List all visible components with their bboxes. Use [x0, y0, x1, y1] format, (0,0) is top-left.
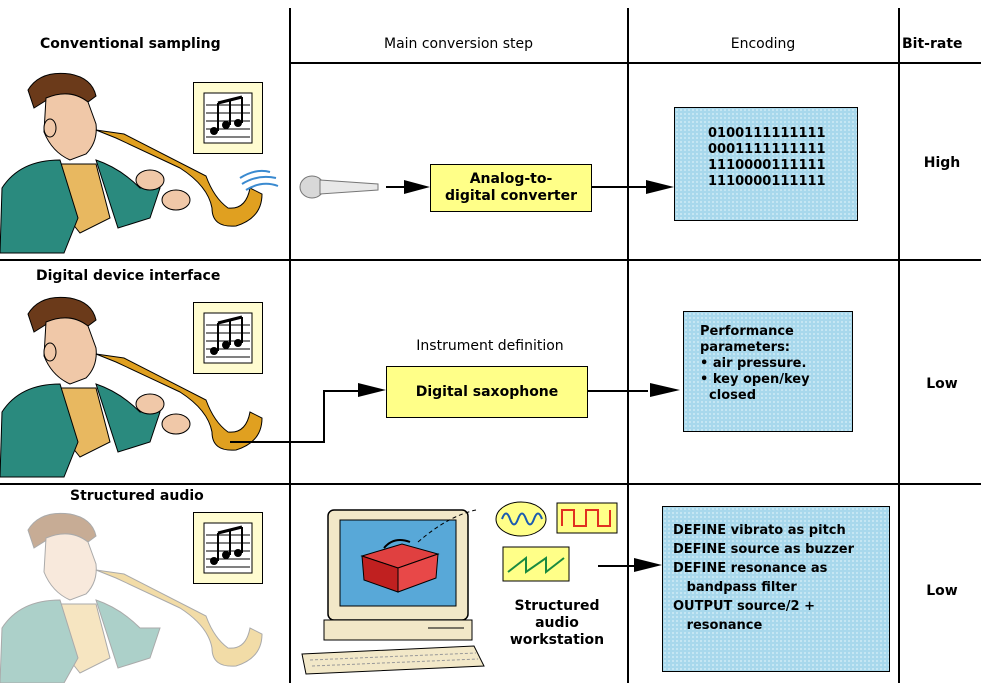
header-bit-rate: Bit-rate [902, 36, 963, 52]
converter-label: Analog-to- digital converter [445, 171, 577, 204]
column-divider-3 [898, 8, 900, 683]
encoding-line: DEFINE resonance as [673, 561, 828, 576]
row-title-conventional-sampling: Conventional sampling [40, 36, 221, 52]
encoding-line: 1110000111111 [708, 174, 826, 189]
arrow-workstation-to-encoding [598, 565, 638, 567]
row-divider-1 [0, 259, 981, 261]
encoding-line: closed [700, 388, 757, 403]
encoding-line: bandpass filter [673, 580, 797, 595]
encoding-line: OUTPUT source/2 + [673, 599, 816, 614]
square-wave-icon [556, 502, 618, 534]
converter-label: Digital saxophone [415, 383, 559, 400]
music-score-icon [193, 302, 263, 374]
music-score-icon [193, 82, 263, 154]
music-score-icon [193, 512, 263, 584]
connector-line [323, 390, 325, 442]
column-divider-2 [627, 8, 629, 683]
row-divider-2 [0, 483, 981, 485]
bitrate-low: Low [926, 376, 958, 392]
header-main-conversion-step: Main conversion step [383, 36, 534, 52]
encoding-line: resonance [673, 618, 763, 633]
microphone-icon [299, 175, 379, 199]
workstation-caption: Structured audio workstation [509, 598, 605, 648]
connector-line [323, 390, 363, 392]
encoding-line: • air pressure. [700, 356, 807, 371]
arrow-mic-to-converter [386, 186, 416, 188]
encoding-line: 1110000111111 [708, 158, 826, 173]
saxophone-player-icon [0, 512, 263, 683]
saxophone-player-icon [0, 296, 263, 478]
arrow-head [358, 383, 386, 397]
arrow-head [646, 180, 674, 194]
bitrate-high: High [923, 155, 961, 171]
encoding-line: 0100111111111 [708, 126, 826, 141]
encoding-line: Performance [700, 324, 794, 339]
arrow-head [404, 180, 430, 194]
row-title-digital-device-interface: Digital device interface [36, 268, 221, 284]
arrow-box-to-encoding [588, 390, 648, 392]
toolbox-icon [360, 539, 440, 593]
connector-line [230, 441, 325, 443]
saxophone-player-icon [0, 72, 279, 254]
arrow-head [634, 558, 662, 572]
instrument-definition-caption: Instrument definition [416, 338, 564, 354]
row-title-structured-audio: Structured audio [70, 488, 204, 504]
column-divider-1 [289, 8, 291, 683]
encoding-line: parameters: [700, 340, 791, 355]
arrow-head [650, 383, 680, 397]
encoding-line: DEFINE vibrato as pitch [673, 523, 846, 538]
digital-saxophone-box: Digital saxophone [386, 366, 588, 418]
encoding-line: • key open/key [700, 372, 810, 387]
analog-to-digital-converter-box: Analog-to- digital converter [430, 164, 592, 212]
sawtooth-wave-icon [502, 546, 570, 582]
header-divider [291, 62, 981, 64]
sine-wave-icon [495, 501, 547, 537]
encoding-line: DEFINE source as buzzer [673, 542, 855, 557]
encoding-line: 0001111111111 [708, 142, 826, 157]
arrow-converter-to-encoding [592, 186, 652, 188]
bitrate-low: Low [926, 583, 958, 599]
computer-workstation-icon [301, 509, 485, 675]
header-encoding: Encoding [730, 36, 796, 52]
